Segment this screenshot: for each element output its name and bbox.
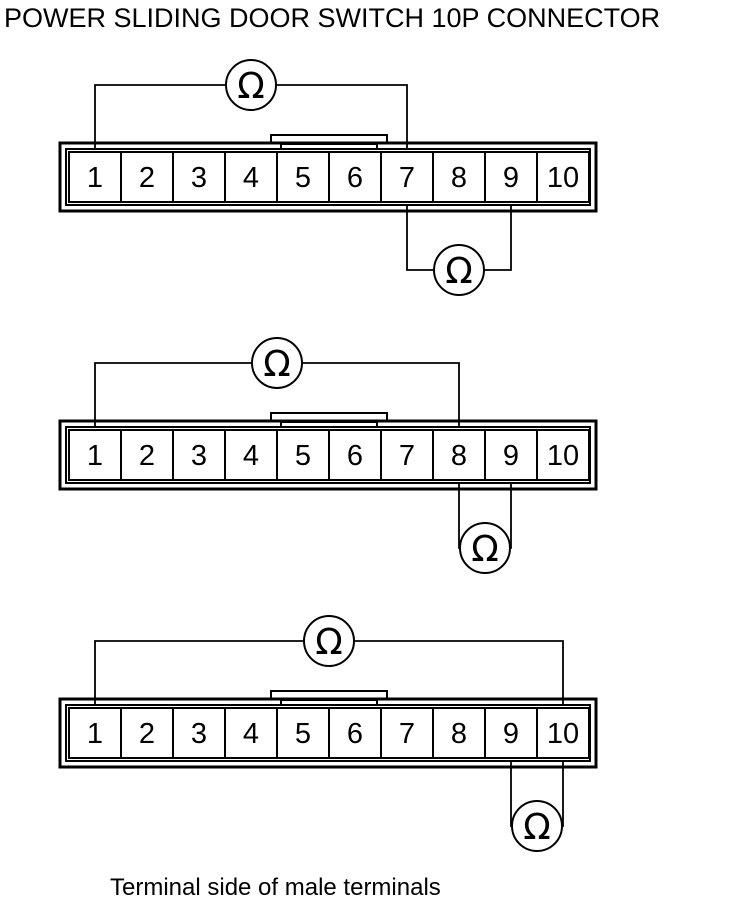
- ohmmeter-circle: [251, 337, 303, 389]
- terminal-2: 2: [120, 151, 174, 203]
- terminal-label: 9: [503, 162, 519, 194]
- ohmmeter-circle: [459, 522, 511, 574]
- terminal-4: 4: [224, 429, 278, 481]
- terminal-7: 7: [380, 707, 434, 759]
- terminal-label: 3: [191, 718, 207, 750]
- terminal-label: 5: [295, 718, 311, 750]
- terminal-label: 9: [503, 718, 519, 750]
- terminal-label: 4: [243, 162, 259, 194]
- locking-tab: [270, 690, 388, 699]
- terminal-5: 5: [276, 707, 330, 759]
- terminal-label: 7: [399, 162, 415, 194]
- terminal-7: 7: [380, 429, 434, 481]
- terminal-5: 5: [276, 151, 330, 203]
- ohm-icon: Ω: [263, 344, 291, 385]
- terminal-label: 3: [191, 440, 207, 472]
- terminal-3: 3: [172, 151, 226, 203]
- ohmmeter-circle: [225, 59, 277, 111]
- ohm-icon: Ω: [315, 622, 343, 663]
- terminal-label: 3: [191, 162, 207, 194]
- ohm-icon: Ω: [523, 807, 551, 848]
- terminal-6: 6: [328, 429, 382, 481]
- terminal-label: 8: [451, 440, 467, 472]
- terminal-1: 1: [68, 707, 122, 759]
- terminal-cell: [536, 429, 590, 481]
- terminal-label: 2: [139, 440, 155, 472]
- ohmmeter-circle: [511, 800, 563, 852]
- locking-tab: [270, 412, 388, 421]
- terminal-10: 10: [536, 151, 590, 203]
- terminal-label: 6: [347, 440, 363, 472]
- terminal-label: 8: [451, 718, 467, 750]
- terminal-label: 6: [347, 718, 363, 750]
- terminal-label: 9: [503, 440, 519, 472]
- terminal-label: 1: [87, 162, 103, 194]
- lower-ohmmeter: Ω: [433, 244, 485, 296]
- terminal-label: 5: [295, 162, 311, 194]
- terminal-label: 4: [243, 440, 259, 472]
- terminal-cell: [536, 707, 590, 759]
- terminal-5: 5: [276, 429, 330, 481]
- upper-ohmmeter: Ω: [251, 337, 303, 389]
- terminal-7: 7: [380, 151, 434, 203]
- terminal-9: 9: [484, 429, 538, 481]
- locking-tab-slot: [280, 421, 378, 428]
- locking-tab-slot: [280, 699, 378, 706]
- terminal-6: 6: [328, 707, 382, 759]
- terminal-10: 10: [536, 707, 590, 759]
- terminal-9: 9: [484, 707, 538, 759]
- upper-ohmmeter: Ω: [225, 59, 277, 111]
- terminal-2: 2: [120, 707, 174, 759]
- terminal-10: 10: [536, 429, 590, 481]
- terminal-4: 4: [224, 707, 278, 759]
- ohm-icon: Ω: [237, 66, 265, 107]
- terminal-label: 10: [547, 162, 579, 194]
- ohm-icon: Ω: [445, 251, 473, 292]
- locking-tab-slot: [280, 143, 378, 150]
- lower-ohmmeter: Ω: [459, 522, 511, 574]
- ohmmeter-circle: [303, 615, 355, 667]
- terminal-label: 6: [347, 162, 363, 194]
- ohmmeter-circle: [433, 244, 485, 296]
- terminal-3: 3: [172, 707, 226, 759]
- terminal-label: 7: [399, 440, 415, 472]
- terminal-8: 8: [432, 429, 486, 481]
- terminal-label: 4: [243, 718, 259, 750]
- terminal-label: 10: [547, 718, 579, 750]
- terminal-1: 1: [68, 429, 122, 481]
- terminal-label: 1: [87, 718, 103, 750]
- terminal-label: 7: [399, 718, 415, 750]
- diagram-title: POWER SLIDING DOOR SWITCH 10P CONNECTOR: [4, 3, 660, 33]
- terminal-label: 10: [547, 440, 579, 472]
- terminal-label: 8: [451, 162, 467, 194]
- locking-tab: [270, 134, 388, 143]
- terminal-label: 1: [87, 440, 103, 472]
- terminal-label: 5: [295, 440, 311, 472]
- terminal-4: 4: [224, 151, 278, 203]
- ohm-icon: Ω: [471, 529, 499, 570]
- terminal-cell: [536, 151, 590, 203]
- upper-ohmmeter: Ω: [303, 615, 355, 667]
- terminal-1: 1: [68, 151, 122, 203]
- terminal-6: 6: [328, 151, 382, 203]
- terminal-2: 2: [120, 429, 174, 481]
- terminal-8: 8: [432, 151, 486, 203]
- terminal-8: 8: [432, 707, 486, 759]
- terminal-label: 2: [139, 718, 155, 750]
- terminal-3: 3: [172, 429, 226, 481]
- lower-ohmmeter: Ω: [511, 800, 563, 852]
- diagram-caption: Terminal side of male terminals: [110, 874, 441, 901]
- terminal-9: 9: [484, 151, 538, 203]
- terminal-label: 2: [139, 162, 155, 194]
